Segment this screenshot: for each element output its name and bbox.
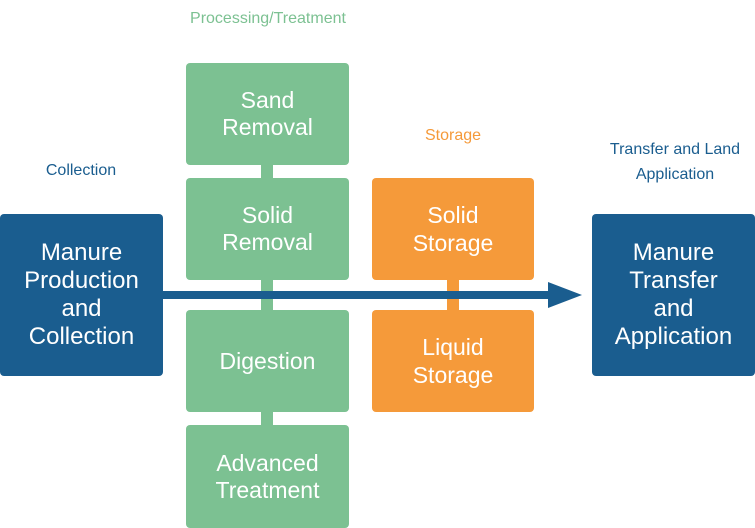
collection-heading: Collection — [45, 162, 117, 179]
solid-storage-box: Solid Storage — [372, 178, 534, 280]
processing-heading: Processing/Treatment — [190, 10, 346, 27]
liquid-storage-box: Liquid Storage — [372, 310, 534, 412]
sand-removal-box: Sand Removal — [186, 63, 349, 165]
solid-removal-box: Solid Removal — [186, 178, 349, 280]
transfer-heading: Transfer and Land Application — [609, 141, 741, 183]
advanced-treatment-box: Advanced Treatment — [186, 425, 349, 528]
manure-transfer-box: Manure Transfer and Application — [592, 214, 755, 376]
digestion-box: Digestion — [186, 310, 349, 412]
storage-heading: Storage — [424, 127, 482, 144]
manure-collection-box: Manure Production and Collection — [0, 214, 163, 376]
storage-connector — [447, 275, 459, 315]
flow-arrow-head — [548, 282, 582, 308]
